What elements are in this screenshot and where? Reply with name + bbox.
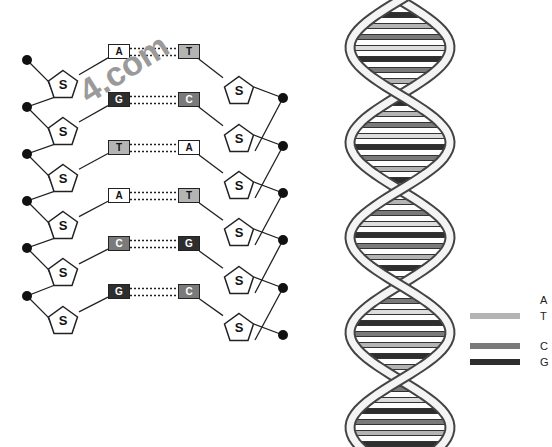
base-letter: T <box>186 46 192 57</box>
hydrogen-bond <box>130 103 178 105</box>
sugar-label: S <box>47 116 79 148</box>
sugar-pentagon: S <box>47 116 79 146</box>
base-letter: T <box>116 142 122 153</box>
sugar-base-bond <box>200 299 223 316</box>
base-letter: T <box>186 190 192 201</box>
sugar-label: S <box>223 217 255 249</box>
sugar-label: S <box>223 265 255 297</box>
sugar-base-bond <box>79 201 108 216</box>
base-box: C <box>178 92 200 107</box>
base-box: T <box>108 140 130 155</box>
sugar-pentagon: S <box>47 163 79 193</box>
base-box: A <box>178 140 200 155</box>
sugar-label: S <box>223 170 255 202</box>
sugar-base-bond <box>199 107 223 126</box>
base-letter: C <box>185 94 192 105</box>
base-box: A <box>108 188 130 203</box>
sugar-base-bond <box>79 249 108 264</box>
base-letter: G <box>115 286 123 297</box>
sugar-label: S <box>47 257 79 289</box>
double-helix <box>350 0 450 447</box>
sugar-pentagon: S <box>47 257 79 287</box>
sugar-base-bond <box>199 251 223 268</box>
sugar-base-bond <box>199 155 223 173</box>
base-letter: C <box>185 286 192 297</box>
sugar-base-bond <box>79 297 108 312</box>
sugar-pentagon: S <box>223 312 255 342</box>
sugar-label: S <box>223 75 255 107</box>
sugar-pentagon: S <box>223 265 255 295</box>
base-letter: A <box>115 190 122 201</box>
sugar-label: S <box>47 163 79 195</box>
sugar-label: S <box>223 123 255 155</box>
base-box: T <box>178 188 200 203</box>
legend-entry: G <box>470 356 549 368</box>
sugar-base-bond <box>199 59 223 78</box>
legend-swatch <box>470 313 520 319</box>
hydrogen-bond <box>130 151 178 153</box>
sugar-pentagon: S <box>47 305 79 335</box>
hydrogen-bond <box>130 288 178 290</box>
sugar-pentagon: S <box>47 69 79 99</box>
base-box: G <box>178 236 200 251</box>
sugar-pentagon: S <box>47 210 79 240</box>
base-letter: A <box>185 142 192 153</box>
legend-entry: T <box>470 310 547 322</box>
hydrogen-bond <box>130 247 178 249</box>
legend-entry: C <box>470 340 548 352</box>
hydrogen-bond <box>130 144 178 146</box>
legend-label: T <box>540 310 547 322</box>
sugar-label: S <box>47 69 79 101</box>
sugar-label: S <box>47 305 79 337</box>
legend-entry: A <box>470 294 547 306</box>
base-box: C <box>108 236 130 251</box>
hydrogen-bond <box>130 192 178 194</box>
legend-label: C <box>540 340 548 352</box>
legend-label: G <box>540 356 549 368</box>
sugar-base-bond <box>79 153 108 169</box>
base-box: G <box>108 284 130 299</box>
base-letter: C <box>115 238 122 249</box>
hydrogen-bond <box>130 295 178 297</box>
legend-label: A <box>540 294 547 306</box>
hydrogen-bond <box>130 240 178 242</box>
sugar-label: S <box>223 312 255 344</box>
base-letter: G <box>185 238 193 249</box>
base-box: C <box>178 284 200 299</box>
sugar-pentagon: S <box>223 123 255 153</box>
sugar-pentagon: S <box>223 217 255 247</box>
hydrogen-bond <box>130 96 178 98</box>
sugar-base-bond <box>199 203 223 220</box>
sugar-pentagon: S <box>223 75 255 105</box>
legend-swatch <box>470 359 520 365</box>
sugar-pentagon: S <box>223 170 255 200</box>
legend-swatch <box>470 343 520 349</box>
sugar-phosphate-backbone <box>22 55 288 340</box>
sugar-label: S <box>47 210 79 242</box>
legend-swatch <box>470 297 520 303</box>
hydrogen-bond <box>130 199 178 201</box>
base-box: T <box>178 44 200 59</box>
